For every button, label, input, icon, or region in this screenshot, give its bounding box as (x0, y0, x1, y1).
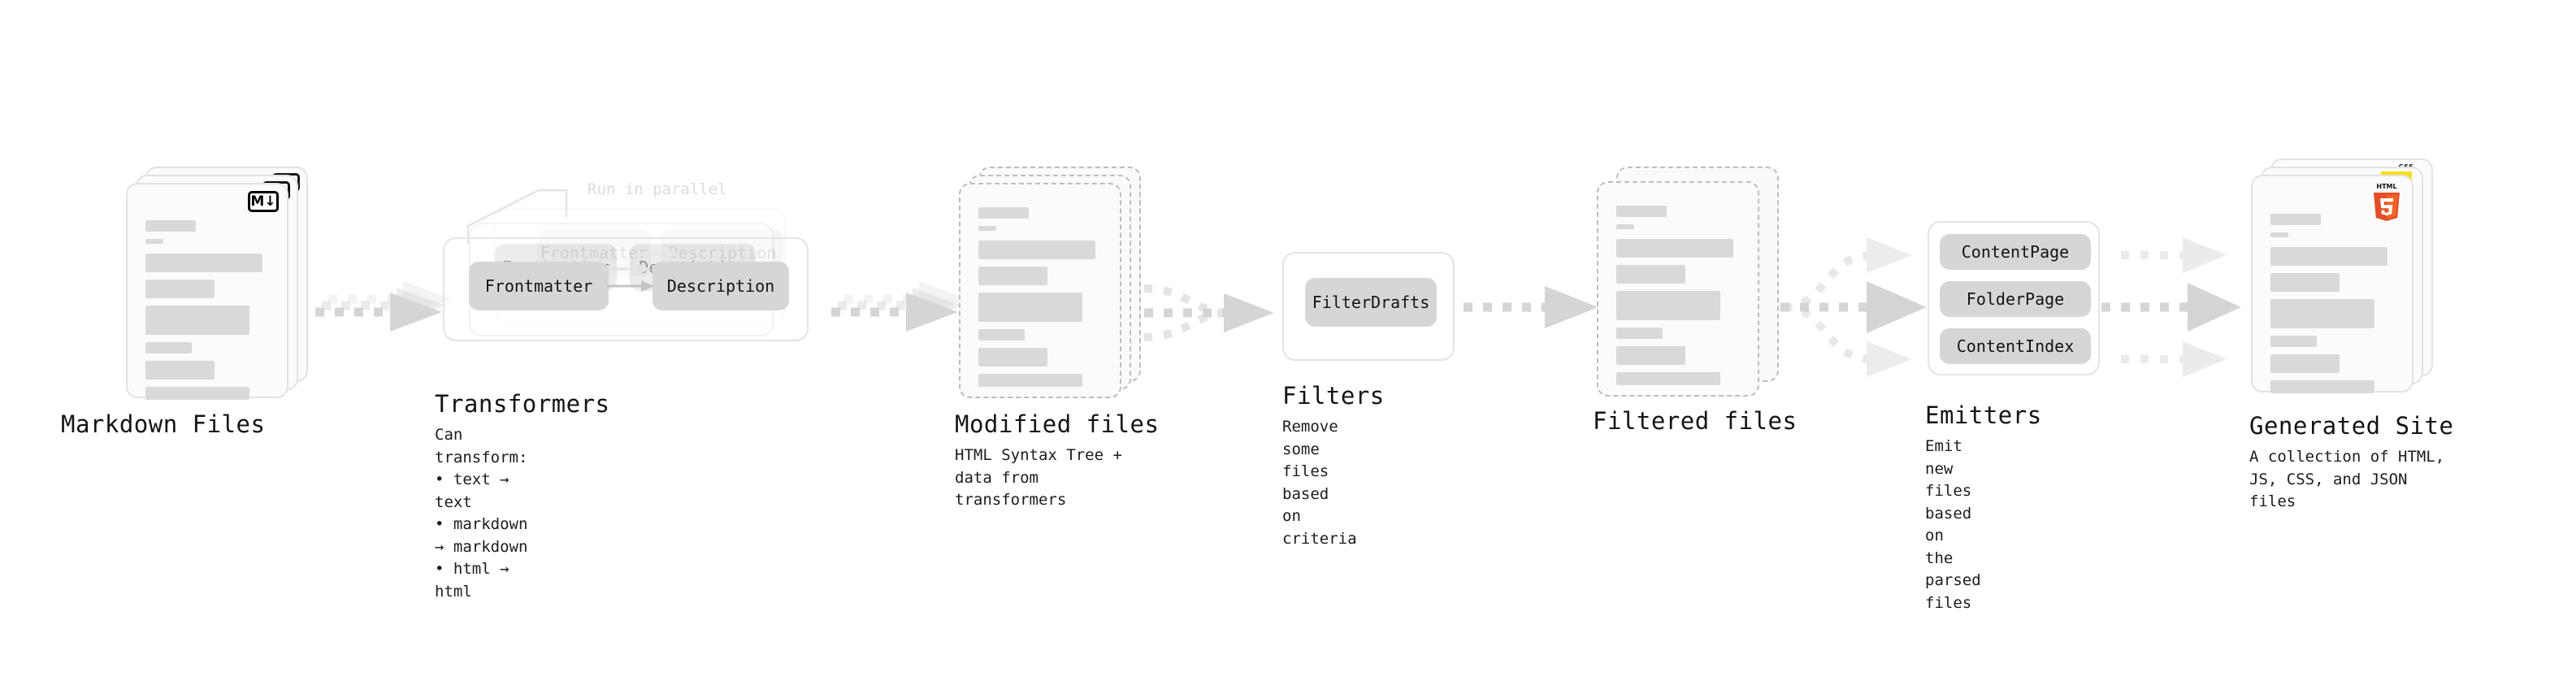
plugin-chip-label: Frontmatter (484, 276, 593, 296)
filtered-document-stack (1597, 167, 1784, 406)
stage-title-emitters: Emitters (1925, 401, 2042, 429)
doc-line (145, 220, 196, 232)
markdown-badge: M↓ (248, 191, 279, 212)
plugin-chip-frontmatter[interactable]: Frontmatter (469, 262, 609, 310)
connector-md-to-transformers (315, 281, 452, 332)
stage-title-filters: Filters (1282, 382, 1385, 410)
stage-subtitle-generated-site: A collection of HTML, JS, CSS, and JSON … (2249, 448, 2445, 511)
stage-filtered-files: Filtered files (1593, 167, 1797, 435)
doc-line (1616, 372, 1720, 385)
document-front (959, 183, 1121, 398)
plugin-chip-label: FilterDrafts (1312, 293, 1430, 312)
stage-title-generated-site: Generated Site (2249, 412, 2454, 440)
markdown-badge-label: M↓ (250, 193, 276, 210)
doc-line (145, 361, 215, 380)
plugin-chip-label: Description (669, 243, 776, 262)
modified-document-stack (959, 167, 1146, 406)
stage-modified-files: Modified files HTML Syntax Tree + data f… (955, 167, 1159, 509)
doc-line (978, 267, 1047, 285)
plugin-chip-contentpage[interactable]: ContentPage (1940, 234, 2091, 270)
stage-subtitle-modified-files: HTML Syntax Tree + data from transformer… (955, 446, 1122, 510)
doc-line (978, 241, 1095, 259)
run-in-parallel-label: Run in parallel (588, 180, 727, 198)
doc-line (145, 342, 192, 354)
doc-line (2270, 273, 2340, 292)
doc-line (1616, 265, 1685, 284)
doc-line (145, 239, 163, 244)
doc-line (2270, 232, 2288, 237)
stage-generated-site: CSS HTML (2249, 158, 2453, 510)
plugin-chip-contentindex[interactable]: ContentIndex (1940, 328, 2091, 364)
document-front: M↓ (126, 183, 288, 400)
connector-modified-to-filters (1143, 284, 1274, 341)
doc-line (145, 306, 249, 335)
transform-arrow-icon (635, 249, 679, 260)
plugin-chip-filterdrafts[interactable]: FilterDrafts (1305, 278, 1437, 327)
doc-line (2270, 354, 2340, 373)
doc-line (2270, 380, 2374, 393)
plugin-chip-label: Description (666, 276, 775, 296)
doc-line (978, 329, 1025, 340)
connector-filtered-to-emitters (1780, 237, 1927, 377)
doc-line (2270, 214, 2321, 225)
stage-markdown-files: M↓ M↓ M↓ (61, 167, 313, 438)
plugin-chip-label: FolderPage (1966, 289, 2065, 309)
markdown-document-stack: M↓ M↓ M↓ (126, 167, 313, 406)
doc-line (978, 374, 1082, 387)
emitters-panel: ContentPage FolderPage ContentIndex (1928, 221, 2100, 375)
doc-line (978, 226, 996, 231)
parallel-leader-line (466, 189, 568, 244)
doc-line (1616, 224, 1634, 229)
svg-text:HTML: HTML (2376, 183, 2396, 190)
document-content-lines (1616, 206, 1740, 393)
transformer-panel-front: Frontmatter Description (443, 237, 809, 341)
generated-document-stack: CSS HTML (2251, 158, 2446, 402)
connector-filters-to-filtered (1464, 286, 1598, 328)
stage-title-transformers: Transformers (435, 390, 610, 418)
doc-line (978, 348, 1047, 367)
doc-line (2270, 299, 2374, 328)
stage-subtitle-emitters: Emit new files based on the parsed files (1925, 437, 1981, 612)
transform-arrow-icon (607, 280, 654, 292)
stage-title-markdown-files: Markdown Files (61, 410, 266, 438)
doc-line (2270, 247, 2387, 266)
doc-line (1616, 291, 1720, 320)
doc-line (2270, 336, 2317, 347)
plugin-chip-label: ContentIndex (1956, 336, 2075, 356)
doc-line (1616, 327, 1663, 339)
document-front: HTML (2251, 175, 2413, 393)
plugin-chip-description[interactable]: Description (653, 262, 789, 310)
plugin-chip-label: Frontmatter (540, 243, 648, 262)
document-front (1597, 181, 1759, 397)
doc-line (145, 387, 249, 400)
stage-subtitle-transformers: Can transform: • text → text • markdown … (435, 426, 528, 601)
html5-badge: HTML (2370, 181, 2404, 222)
doc-line (145, 254, 262, 272)
doc-line (978, 207, 1029, 219)
stage-subtitle-filters: Remove some files based on criteria (1282, 418, 1357, 548)
document-content-lines (2270, 214, 2394, 401)
doc-line (1616, 206, 1667, 217)
document-content-lines (145, 220, 269, 407)
transform-arrow-icon (607, 263, 651, 275)
stage-title-filtered-files: Filtered files (1593, 407, 1798, 435)
doc-line (1616, 346, 1685, 365)
plugin-chip-folderpage[interactable]: FolderPage (1940, 281, 2091, 317)
doc-line (145, 280, 215, 298)
connector-transformers-to-modified (831, 281, 968, 332)
doc-line (978, 293, 1082, 322)
doc-line (1616, 239, 1733, 258)
connector-emitters-to-site (2101, 237, 2241, 377)
document-content-lines (978, 207, 1102, 394)
stage-title-modified-files: Modified files (955, 410, 1160, 438)
plugin-chip-label: ContentPage (1961, 242, 2070, 262)
filters-panel: FilterDrafts (1282, 252, 1455, 361)
